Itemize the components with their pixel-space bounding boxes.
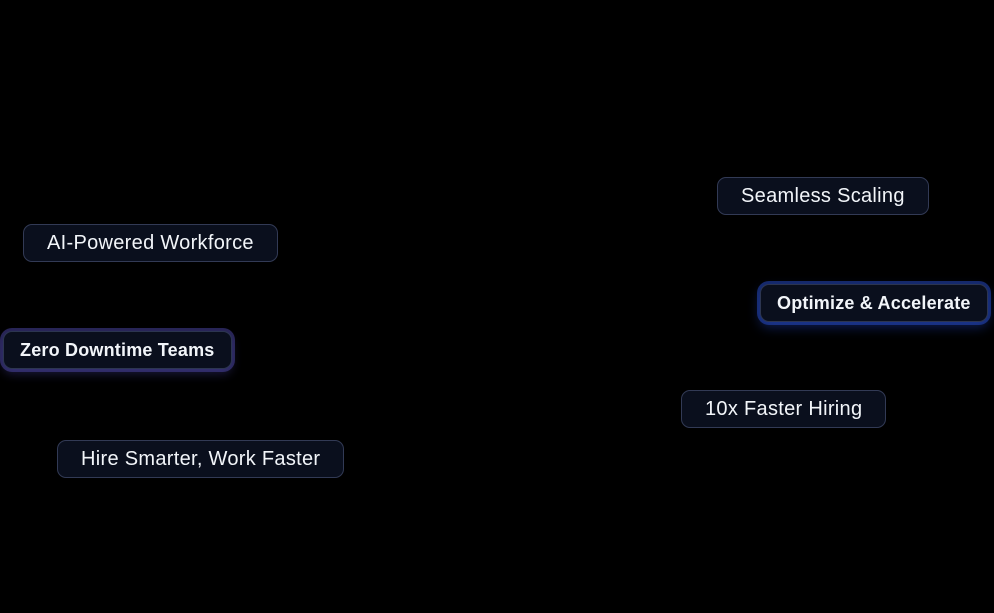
feature-badge-seamless-scaling: Seamless Scaling xyxy=(717,177,929,215)
feature-badge-10x-faster-hiring: 10x Faster Hiring xyxy=(681,390,887,428)
feature-badge-ai-powered-workforce: AI-Powered Workforce xyxy=(23,224,278,262)
feature-badge-optimize-accelerate: Optimize & Accelerate xyxy=(760,284,988,322)
feature-badge-hire-smarter-work-faster: Hire Smarter, Work Faster xyxy=(57,440,345,478)
feature-badge-zero-downtime-teams: Zero Downtime Teams xyxy=(3,331,232,369)
